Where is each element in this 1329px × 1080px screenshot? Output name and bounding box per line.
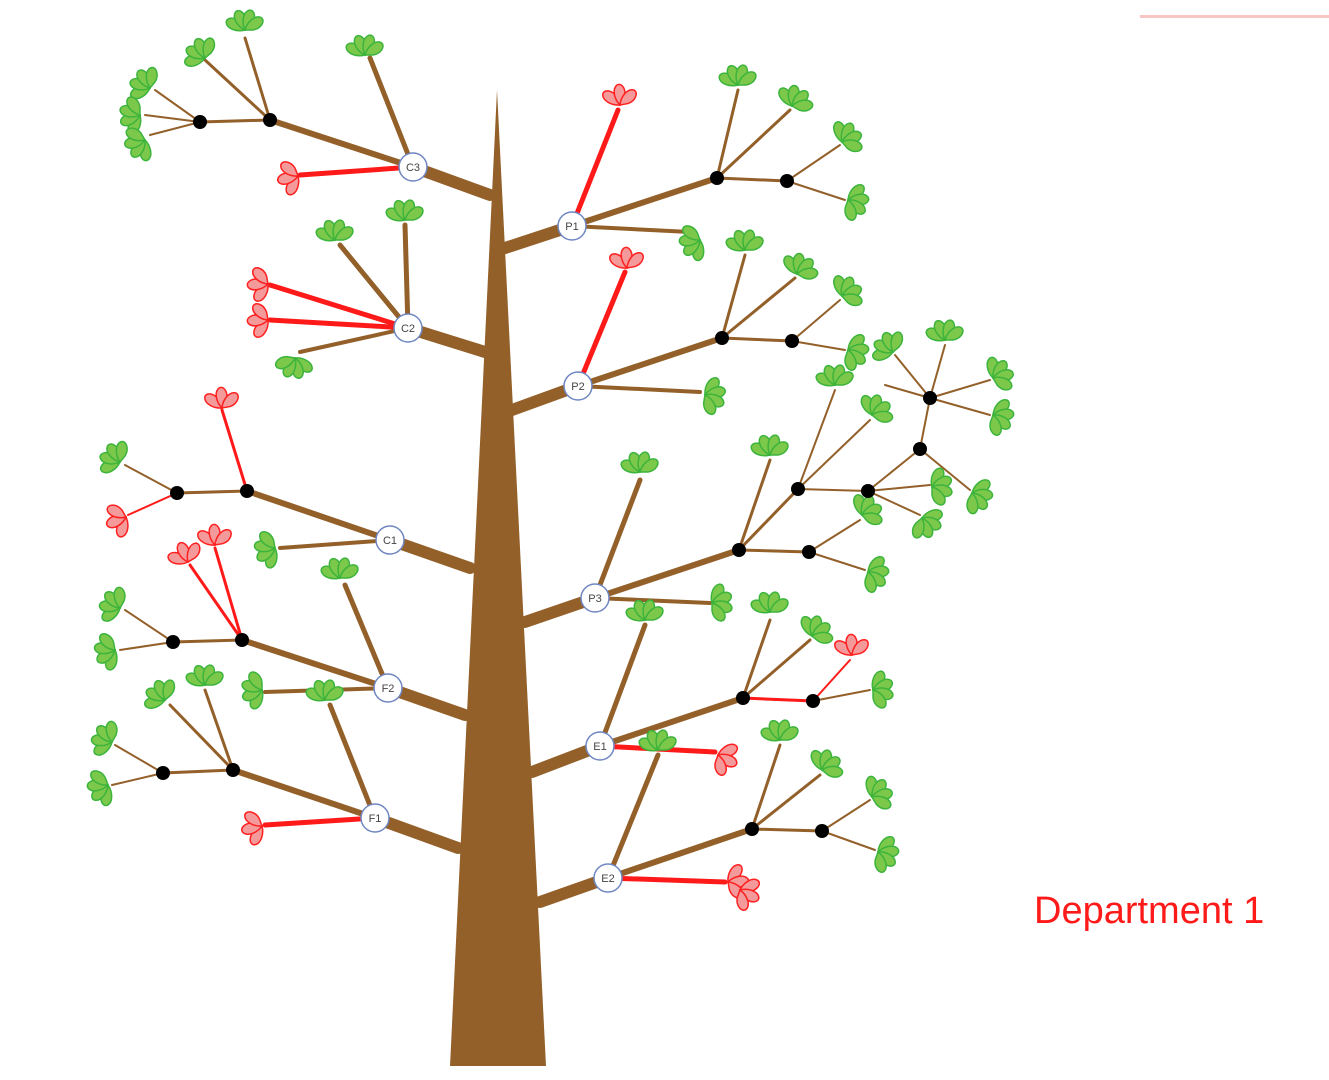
node-c1[interactable]: C1 (375, 525, 405, 555)
node-label: E2 (601, 873, 614, 885)
node-f1[interactable]: F1 (360, 803, 390, 833)
node-label: P3 (588, 593, 601, 605)
node-label: P2 (571, 381, 584, 393)
node-p2[interactable]: P2 (563, 371, 593, 401)
node-label: F2 (382, 683, 395, 695)
node-label: F1 (369, 813, 382, 825)
node-p3[interactable]: P3 (580, 583, 610, 613)
node-label: C3 (406, 162, 420, 174)
department-label: Department 1 (1034, 890, 1265, 932)
node-label: P1 (565, 221, 578, 233)
node-e1[interactable]: E1 (585, 731, 615, 761)
node-label: C2 (401, 323, 415, 335)
node-f2[interactable]: F2 (373, 673, 403, 703)
node-label: C1 (383, 535, 397, 547)
node-p1[interactable]: P1 (557, 211, 587, 241)
node-label: E1 (593, 741, 606, 753)
healthy-leaves (81, 9, 1022, 879)
problem-branches (127, 107, 851, 885)
node-c2[interactable]: C2 (393, 313, 423, 343)
trunk (450, 90, 546, 1066)
junction-dots (156, 113, 937, 838)
node-c3[interactable]: C3 (398, 152, 428, 182)
top-decorative-line (1140, 15, 1329, 18)
node-e2[interactable]: E2 (593, 863, 623, 893)
